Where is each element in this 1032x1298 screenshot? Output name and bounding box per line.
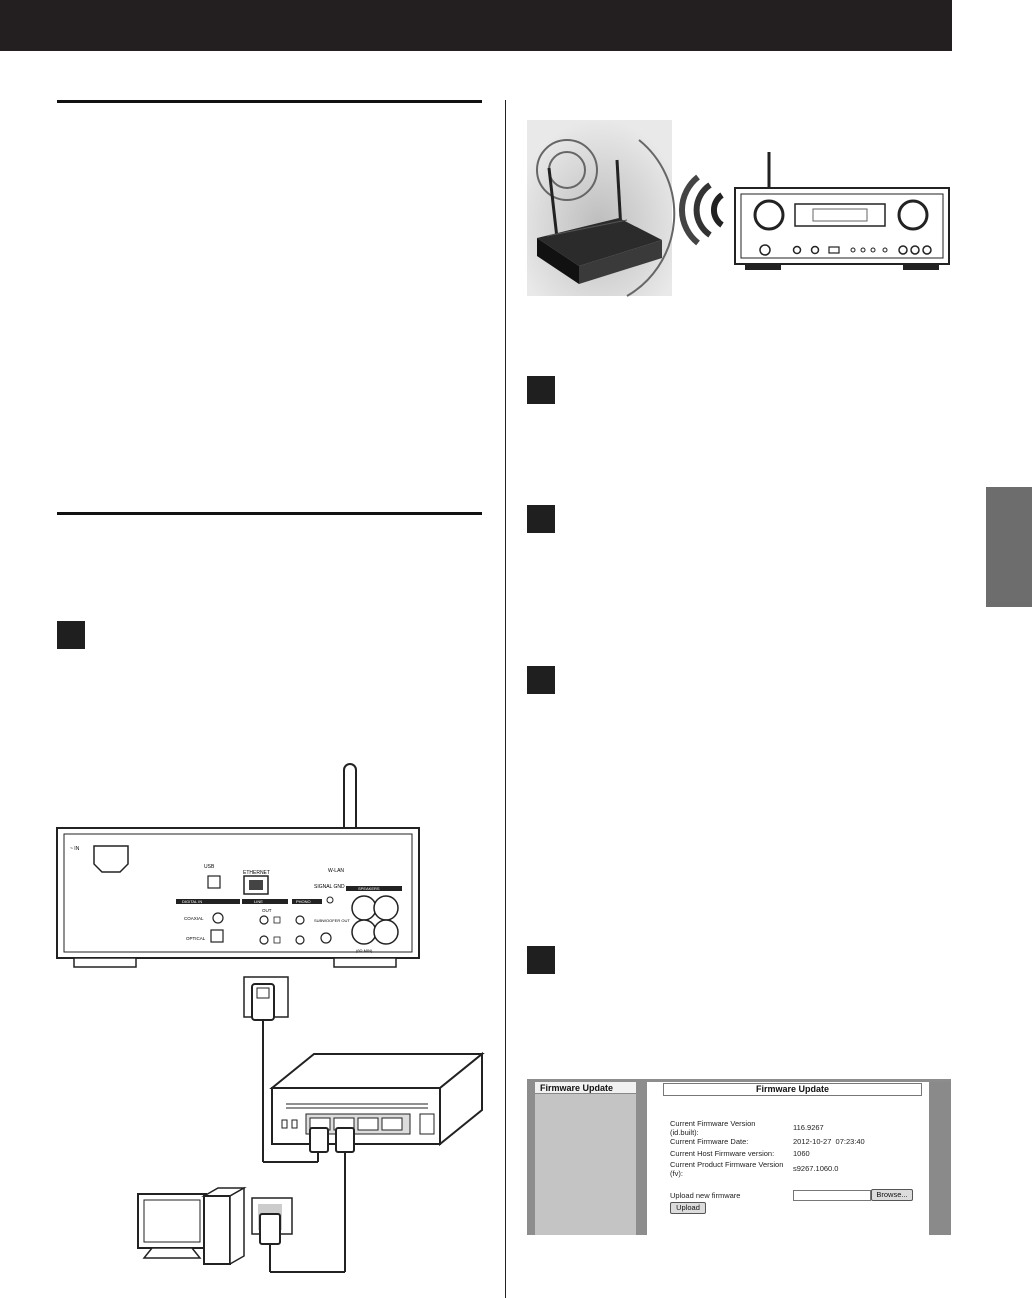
firmware-scroll-area[interactable] bbox=[929, 1082, 951, 1235]
digital-in-label: DIGITAL IN bbox=[182, 899, 202, 904]
fw-host-label: Current Host Firmware version: bbox=[670, 1149, 775, 1158]
upload-new-firmware-label: Upload new firmware bbox=[670, 1191, 741, 1200]
fw-date-label: Current Firmware Date: bbox=[670, 1137, 749, 1146]
section-rule-top bbox=[57, 100, 482, 103]
column-divider bbox=[505, 100, 506, 1298]
ethernet-label: ETHERNET bbox=[243, 870, 270, 876]
line-label: LINE bbox=[254, 899, 263, 904]
fw-product-label: Current Product Firmware Version (fv): bbox=[670, 1160, 784, 1178]
wlan-label: W-LAN bbox=[328, 868, 344, 874]
amplifier-front-illustration bbox=[734, 152, 950, 270]
rear-panel-connection-illustration: ~ IN USB ETHERNET W-LAN SIGNAL GND DIGIT… bbox=[56, 763, 485, 1273]
signal-gnd-label: SIGNAL GND bbox=[314, 884, 345, 890]
subwoofer-out-label: SUBWOOFER OUT bbox=[314, 918, 350, 923]
step-marker bbox=[527, 666, 555, 694]
firmware-main-title: Firmware Update bbox=[663, 1083, 922, 1096]
step-marker bbox=[527, 946, 555, 974]
step-marker bbox=[527, 376, 555, 404]
usb-label: USB bbox=[204, 864, 215, 870]
fw-product-value: s9267.1060.0 bbox=[793, 1164, 839, 1173]
section-side-tab bbox=[986, 487, 1032, 607]
coaxial-label: COAXIAL bbox=[184, 916, 204, 921]
out-label: OUT bbox=[262, 908, 272, 913]
firmware-update-screenshot: Firmware Update Firmware Update Current … bbox=[527, 1079, 951, 1235]
step-marker bbox=[527, 505, 555, 533]
browse-button[interactable]: Browse... bbox=[871, 1189, 913, 1201]
firmware-file-input[interactable] bbox=[793, 1190, 871, 1201]
step-marker bbox=[57, 621, 85, 649]
firmware-main-panel: Firmware Update Current Firmware Version… bbox=[647, 1082, 929, 1235]
ac-in-label: ~ IN bbox=[70, 846, 80, 852]
page-header-bar bbox=[0, 0, 952, 51]
fw-date-value: 2012-10-27 07:23:40 bbox=[793, 1137, 865, 1146]
upload-button[interactable]: Upload bbox=[670, 1202, 706, 1214]
wireless-router-illustration bbox=[527, 120, 676, 297]
phono-label: PHONO bbox=[296, 899, 311, 904]
speakers-label: SPEAKERS bbox=[358, 886, 380, 891]
fw-version-value: 116.9267 bbox=[793, 1123, 824, 1132]
fw-version-label: Current Firmware Version (id.built): bbox=[670, 1119, 756, 1137]
impedance-label: (6Ω MIN) bbox=[356, 948, 373, 953]
wifi-signal-icon bbox=[679, 174, 724, 246]
section-rule-wired bbox=[57, 512, 482, 515]
firmware-sidebar-title: Firmware Update bbox=[535, 1082, 636, 1094]
firmware-sidebar: Firmware Update bbox=[535, 1082, 636, 1235]
optical-label: OPTICAL bbox=[186, 936, 206, 941]
fw-host-value: 1060 bbox=[793, 1149, 810, 1158]
